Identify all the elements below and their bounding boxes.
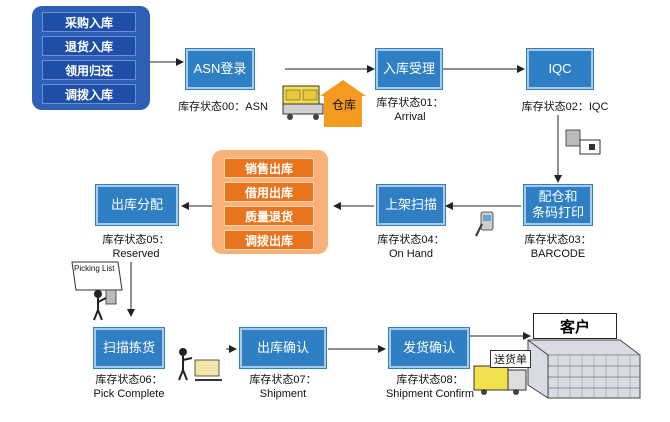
picking-list-worker-icon [71,261,123,321]
step-outbound-confirm-label: 出库确认 [256,340,309,355]
step-picking-status-line2: Pick Complete [93,388,165,400]
step-asn-label: ASN登录 [193,61,247,76]
step-ship-confirm-status-line1: 库存状态08： [396,374,464,386]
outbound-types-panel: 销售出库 借用出库 质量退货 调拨出库 [212,150,328,254]
step-asn-box: ASN登录 [186,49,254,89]
step-ship-confirm-box: 发货确认 [389,328,469,368]
step-iqc-label: IQC [548,61,572,76]
outbound-item-quality-return: 质量退货 [224,206,314,226]
step-receive-box: 入库受理 [376,49,442,89]
delivery-note-label: 送货单 [490,350,531,368]
pallet-worker-icon [178,348,222,381]
step-iqc-box: IQC [527,49,593,89]
step-allocation-status: 库存状态05： Reserved [86,233,186,261]
step-outbound-confirm-status-line2: Shipment [259,388,307,400]
step-receive-status: 库存状态01： Arrival [360,96,460,124]
step-shelving-status: 库存状态04： On Hand [361,233,461,261]
warehouse-label: 仓库 [331,98,356,112]
step-outbound-confirm-status-line1: 库存状态07： [249,374,317,386]
picking-list-label: Picking List [74,264,115,273]
inbound-item-purchase: 采购入库 [42,12,136,32]
delivery-truck-icon [473,365,527,395]
step-receive-status-line2: Arrival [394,111,426,123]
step-ship-confirm-status: 库存状态08： Shipment Confirm [370,373,490,401]
step-barcode-label-line1: 配仓和 [538,189,578,204]
inspection-icon [565,129,601,155]
step-picking-status: 库存状态06： Pick Complete [74,373,184,401]
step-barcode-label-line2: 条码打印 [531,205,584,220]
step-allocation-box: 出库分配 [96,185,178,225]
step-barcode-status-line2: BARCODE [530,248,586,260]
step-barcode-status-line1: 库存状态03： [524,234,592,246]
step-allocation-status-line1: 库存状态05： [102,234,170,246]
step-barcode-status: 库存状态03： BARCODE [508,233,608,261]
step-shelving-status-line1: 库存状态04： [377,234,445,246]
customer-label: 客户 [533,313,617,339]
step-allocation-label: 出库分配 [110,197,163,212]
warehouse-icon [320,80,366,127]
step-outbound-confirm-status: 库存状态07： Shipment [233,373,333,401]
step-shelving-label: 上架扫描 [384,197,437,212]
step-iqc-status: 库存状态02：IQC [521,101,609,113]
inbound-item-return: 退货入库 [42,36,136,56]
outbound-item-sales: 销售出库 [224,158,314,178]
step-asn-status: 库存状态00：ASN [178,101,268,113]
scanner-icon [475,211,494,237]
step-outbound-confirm-box: 出库确认 [240,328,326,368]
customer-building-icon [527,339,641,399]
inbound-sources-panel: 采购入库 退货入库 领用归还 调拨入库 [32,6,150,110]
warehouse-truck-icon [282,85,324,120]
outbound-item-transfer: 调拨出库 [224,230,314,250]
step-receive-label: 入库受理 [382,61,435,76]
step-picking-label: 扫描拣货 [102,340,155,355]
step-ship-confirm-label: 发货确认 [402,340,455,355]
inbound-item-borrow-return: 领用归还 [42,60,136,80]
step-shelving-status-line2: On Hand [388,248,434,260]
step-ship-confirm-status-line2: Shipment Confirm [385,388,475,400]
step-picking-status-line1: 库存状态06： [95,374,163,386]
step-picking-box: 扫描拣货 [94,328,164,368]
inbound-item-transfer: 调拨入库 [42,84,136,104]
outbound-item-borrow: 借用出库 [224,182,314,202]
step-barcode-box: 配仓和 条码打印 [524,185,592,225]
step-shelving-box: 上架扫描 [377,185,445,225]
step-receive-status-line1: 库存状态01： [376,97,444,109]
step-allocation-status-line2: Reserved [112,248,160,260]
